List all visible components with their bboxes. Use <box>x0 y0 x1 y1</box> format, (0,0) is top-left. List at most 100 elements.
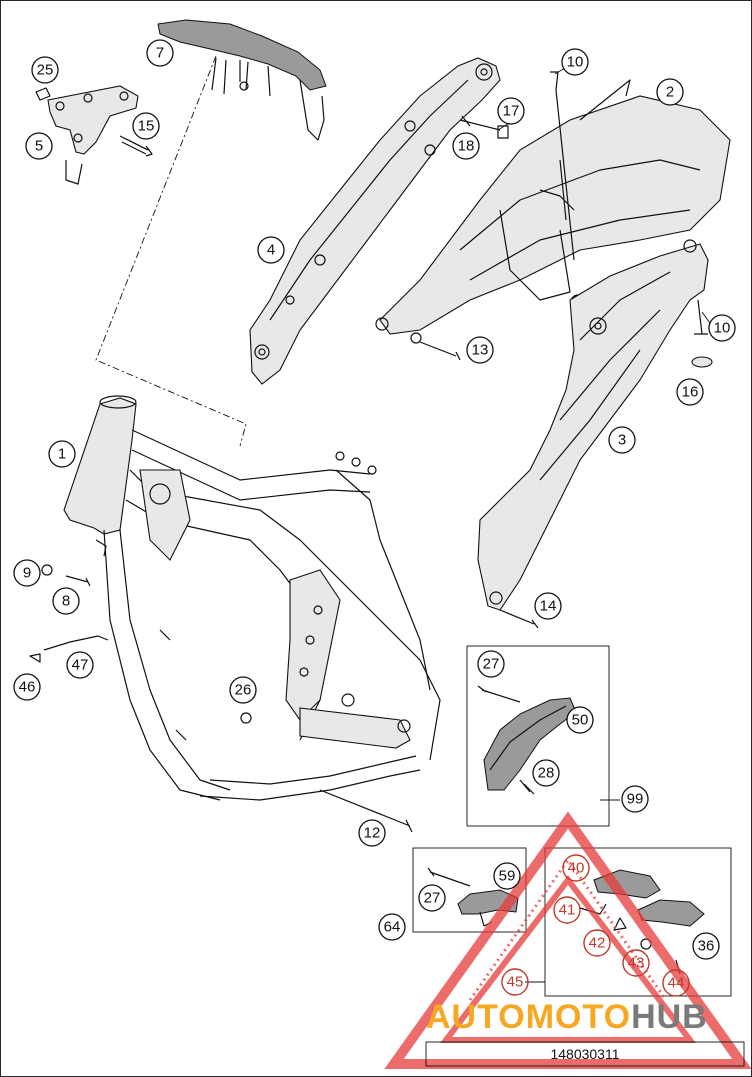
callout-label: 12 <box>364 825 381 842</box>
callout-circle <box>418 884 446 912</box>
callout-circle <box>466 336 494 364</box>
red-callout-circle <box>553 896 581 924</box>
callout-label: 8 <box>62 593 70 610</box>
callout-25: 25 <box>31 56 59 84</box>
red-callout-44: 44 <box>662 969 690 997</box>
callout-label: 46 <box>19 679 36 696</box>
callout-label: 99 <box>627 791 644 808</box>
watermark-triangle-icon <box>384 811 752 1069</box>
callout-circle <box>257 236 285 264</box>
callout-14: 14 <box>534 592 562 620</box>
callout-label: 47 <box>72 657 89 674</box>
callout-label: 3 <box>618 432 626 449</box>
callout-circle <box>66 651 94 679</box>
callout-label: 2 <box>666 84 674 101</box>
callout-label: 9 <box>23 565 31 582</box>
red-callout-41: 41 <box>553 896 581 924</box>
red-callout-label: 45 <box>507 974 524 991</box>
part-1-main-frame <box>63 395 441 801</box>
red-callout-45: 45 <box>501 968 529 996</box>
callout-circle <box>132 112 160 140</box>
callout-64: 64 <box>378 913 406 941</box>
callout-17: 17 <box>497 97 525 125</box>
red-callout-circle <box>583 929 611 957</box>
callout-label: 14 <box>540 598 557 615</box>
callout-circle <box>13 559 41 587</box>
callout-circle <box>561 48 589 76</box>
callout-circle <box>146 39 174 67</box>
callout-7: 7 <box>146 39 174 67</box>
red-callout-label: 42 <box>589 935 606 952</box>
callout-label: 15 <box>138 118 155 135</box>
callout-circle <box>378 913 406 941</box>
callout-59: 59 <box>493 862 521 890</box>
callout-circle <box>52 587 80 615</box>
callout-label: 1 <box>58 446 66 463</box>
red-callout-circle <box>501 968 529 996</box>
callout-10: 10 <box>708 314 736 342</box>
kit-99-box <box>466 645 610 827</box>
callout-99: 99 <box>621 785 649 813</box>
part-7-number-plate-holder <box>157 19 327 141</box>
watermark-logo <box>384 811 752 1069</box>
callout-circle <box>229 676 257 704</box>
callout-label: 64 <box>384 919 401 936</box>
red-callout-circle <box>662 969 690 997</box>
callout-circle <box>656 78 684 106</box>
callout-27: 27 <box>477 650 505 678</box>
callout-label: 27 <box>424 890 441 907</box>
red-callout-circle <box>562 854 590 882</box>
red-callout-40: 40 <box>562 854 590 882</box>
callout-label: 13 <box>472 342 489 359</box>
callout-circle <box>708 314 736 342</box>
callout-18: 18 <box>452 132 480 160</box>
part-4-subframe-left <box>249 57 501 385</box>
callout-5: 5 <box>25 132 53 160</box>
callout-50: 50 <box>566 706 594 734</box>
callout-13: 13 <box>466 336 494 364</box>
callout-label: 10 <box>567 54 584 71</box>
callout-circle <box>31 56 59 84</box>
callout-circle <box>566 706 594 734</box>
callout-label: 17 <box>503 103 520 120</box>
group-99-chain-guide-kit <box>466 645 610 827</box>
callout-46: 46 <box>13 673 41 701</box>
callout-circle <box>608 426 636 454</box>
callout-circle <box>532 759 560 787</box>
red-callout-layer: 40 41 42 43 44 45 <box>501 854 690 997</box>
callout-3: 3 <box>608 426 636 454</box>
callout-label: 25 <box>37 62 54 79</box>
callout-circle <box>48 440 76 468</box>
red-callout-label: 44 <box>668 975 685 992</box>
hardware-bolts <box>29 71 713 833</box>
part-2-airbox-subframe <box>375 79 731 344</box>
callout-27: 27 <box>418 884 446 912</box>
callout-16: 16 <box>676 378 704 406</box>
callout-label: 5 <box>35 138 43 155</box>
callout-26: 26 <box>229 676 257 704</box>
watermark-triangle-inner-icon <box>439 875 697 1043</box>
red-callout-circle <box>622 949 650 977</box>
callout-label: 16 <box>682 384 699 401</box>
callout-label: 4 <box>267 242 275 259</box>
callout-1: 1 <box>48 440 76 468</box>
callout-label: 18 <box>458 138 475 155</box>
callout-36: 36 <box>692 932 720 960</box>
callout-label: 7 <box>156 45 164 62</box>
callout-label: 27 <box>483 656 500 673</box>
callout-circle <box>477 650 505 678</box>
callout-circle <box>621 785 649 813</box>
watermark-text-automoto: AUTOMOTOHUB <box>426 998 708 1036</box>
callout-28: 28 <box>532 759 560 787</box>
red-callout-label: 41 <box>559 902 576 919</box>
red-callout-43: 43 <box>622 949 650 977</box>
callout-label: 59 <box>499 868 516 885</box>
callout-label: 50 <box>572 712 589 729</box>
callout-circle <box>497 97 525 125</box>
callout-2: 2 <box>656 78 684 106</box>
part-number-box <box>425 1041 745 1067</box>
callout-circle <box>692 932 720 960</box>
callout-circle <box>358 819 386 847</box>
callout-15: 15 <box>132 112 160 140</box>
